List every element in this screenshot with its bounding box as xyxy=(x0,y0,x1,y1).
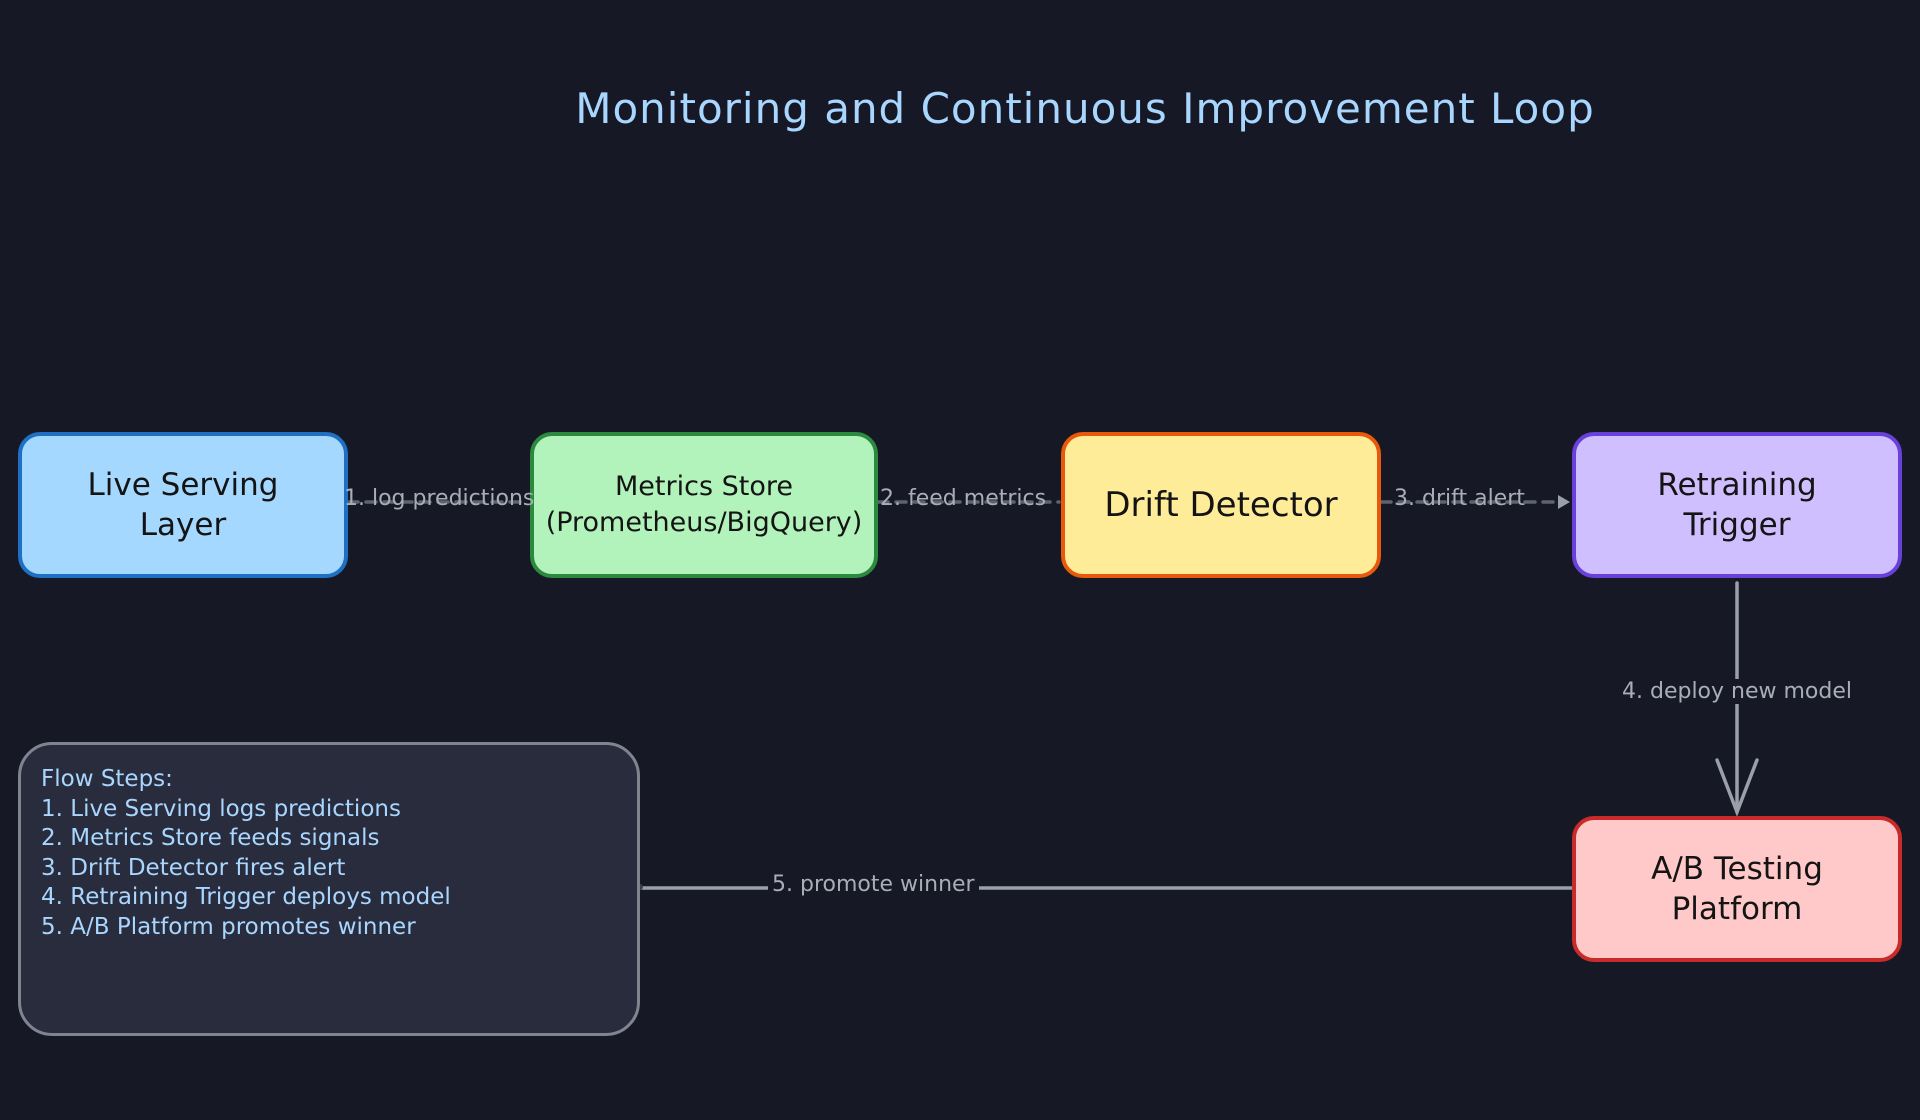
flow-step: 1. Live Serving logs predictions xyxy=(41,795,401,822)
flow-step: 5. A/B Platform promotes winner xyxy=(41,913,416,940)
diagram-title: Monitoring and Continuous Improvement Lo… xyxy=(575,84,1595,133)
metrics-store-node[interactable]: Metrics Store (Prometheus/BigQuery) xyxy=(530,432,878,578)
retraining-trigger-node[interactable]: Retraining Trigger xyxy=(1572,432,1902,578)
edge-label-promote-winner: 5. promote winner xyxy=(768,872,979,897)
live-serving-layer-node[interactable]: Live Serving Layer xyxy=(18,432,348,578)
flow-step: 3. Drift Detector fires alert xyxy=(41,854,346,881)
flow-step: 4. Retraining Trigger deploys model xyxy=(41,884,451,910)
edge-label-feed-metrics: 2. feed metrics xyxy=(880,486,1047,511)
flow-steps-heading: Flow Steps: xyxy=(41,766,173,792)
edge-arrow-drift-alert xyxy=(1558,495,1570,509)
drift-detector-node[interactable]: Drift Detector xyxy=(1061,432,1381,578)
edge-label-drift-alert: 3. drift alert xyxy=(1394,486,1525,511)
edge-label-log-predictions: 1. log predictions xyxy=(344,486,535,511)
edge-label-deploy-new-model: 4. deploy new model xyxy=(1618,679,1857,704)
edge-arrow-deploy-new-model xyxy=(1715,758,1759,817)
flow-steps-note: Flow Steps: 1. Live Serving logs predict… xyxy=(18,742,640,1036)
flow-step: 2. Metrics Store feeds signals xyxy=(41,825,380,851)
ab-testing-platform-node[interactable]: A/B Testing Platform xyxy=(1572,816,1902,962)
